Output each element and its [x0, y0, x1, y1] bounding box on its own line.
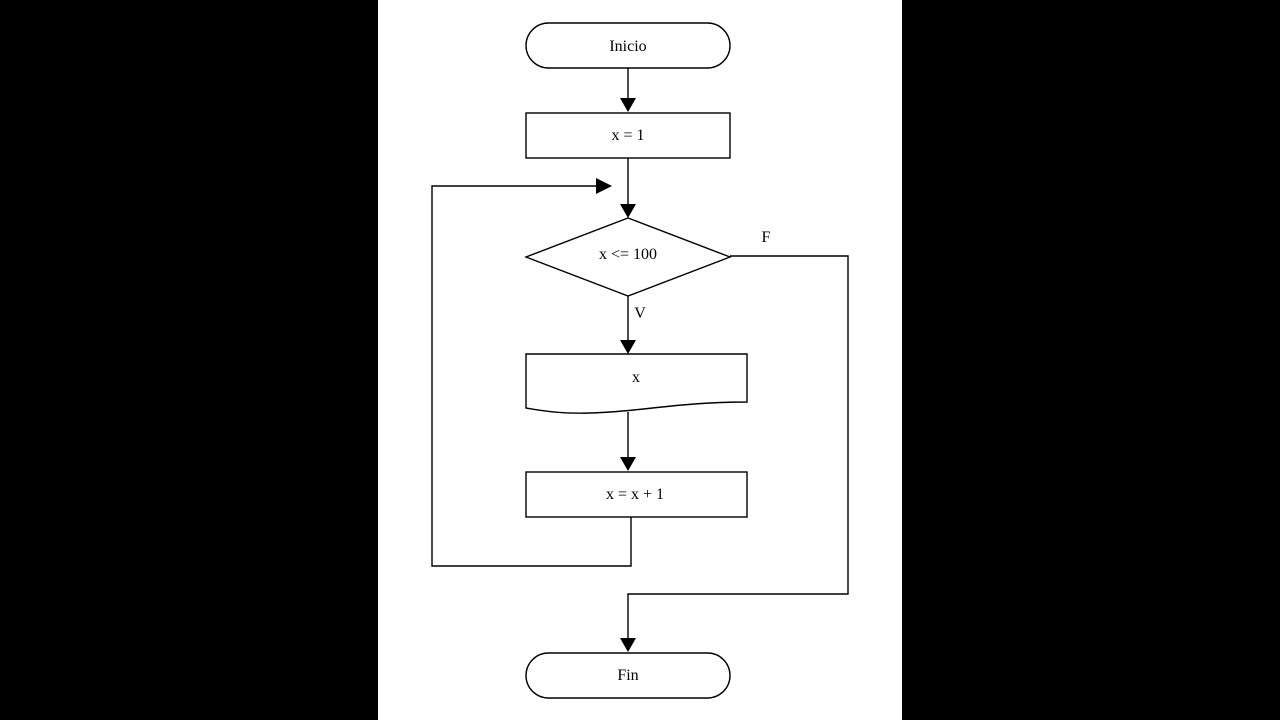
- increment-process-box: x = x + 1: [525, 471, 748, 518]
- flowchart-canvas: V F Inicio x = 1 x <= 100: [378, 0, 902, 720]
- edge-init-to-condition: [620, 158, 636, 218]
- condition-label: x <= 100: [599, 246, 657, 263]
- end-label: Fin: [617, 667, 638, 684]
- edge-condition-to-end: F: [620, 229, 849, 652]
- edge-output-to-increment: [620, 412, 636, 471]
- start-label: Inicio: [609, 38, 646, 55]
- edge-condition-to-output: V: [620, 296, 646, 354]
- edge-start-to-init: [620, 68, 636, 112]
- output-label: x: [632, 369, 640, 386]
- edge-label-true: V: [634, 305, 646, 322]
- init-process-box: x = 1: [525, 112, 731, 159]
- start-terminal: Inicio: [525, 22, 731, 69]
- increment-label: x = x + 1: [606, 486, 664, 503]
- condition-decision-diamond: x <= 100: [524, 217, 732, 297]
- end-terminal: Fin: [525, 652, 731, 699]
- init-label: x = 1: [611, 127, 644, 144]
- edge-increment-loop-back: [431, 178, 632, 567]
- edge-label-false: F: [762, 229, 771, 246]
- output-document-shape: x: [525, 353, 748, 414]
- flowchart-svg: V F Inicio x = 1 x <= 100: [431, 22, 849, 699]
